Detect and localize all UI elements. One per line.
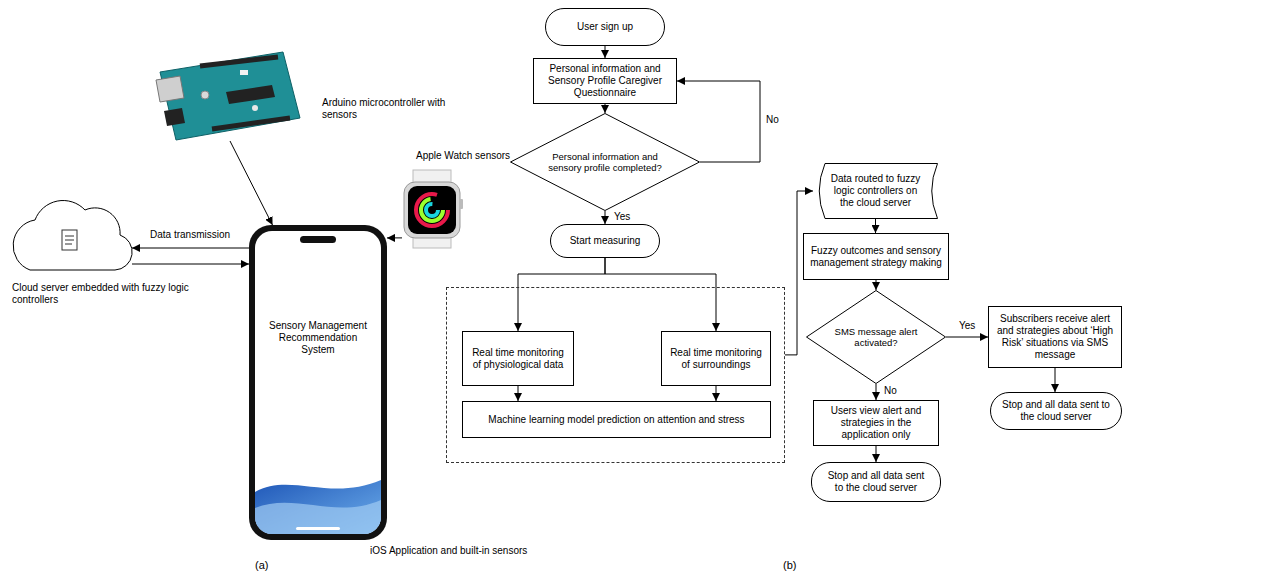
node-text: SMS message alert activated? — [828, 326, 924, 349]
diamond-shape — [511, 114, 700, 211]
node-text: Stop and all data sent to the cloud serv… — [823, 470, 929, 494]
terminal-box: Stop and all data sent to the cloud serv… — [990, 392, 1122, 430]
caption-text: Cloud server embedded with fuzzy logic c… — [12, 282, 197, 306]
decision-diamond: Personal information and sensory profile… — [510, 113, 700, 211]
group-box: Real time monitoring of physiological da… — [446, 287, 785, 463]
arduino-node: Arduino microcontroller with sensors — [155, 53, 305, 141]
connector-arrow — [132, 248, 249, 249]
connector-arrow — [875, 219, 876, 233]
node-text: Real time monitoring of physiological da… — [468, 347, 568, 371]
smartphone — [249, 225, 387, 540]
cloud-server — [13, 201, 132, 270]
decision-diamond: SMS message alert activated? — [806, 290, 946, 384]
caption-text: Apple Watch sensors — [416, 150, 510, 162]
terminal-box: User sign up — [545, 8, 665, 46]
phone-node: Sensory Management Recommendation System… — [249, 225, 387, 540]
process-box: Fuzzy outcomes and sensory management st… — [803, 233, 949, 280]
connector-arrow — [876, 446, 877, 462]
arduino-board — [156, 52, 300, 140]
node-text: Users view alert and strategies in the a… — [819, 405, 933, 441]
caption-text: Sensory Management Recommendation System — [263, 320, 373, 356]
cloud-node: Cloud server embedded with fuzzy logic c… — [12, 190, 132, 270]
panel-label: (b) — [783, 559, 796, 572]
connector-arrow — [876, 280, 877, 290]
data-store: Data routed to fuzzy logic controllers o… — [813, 163, 938, 219]
connector-arrow — [605, 104, 606, 113]
node-text: Personal information and Sensory Profile… — [539, 63, 671, 99]
watch-node: Apple Watch sensors — [402, 170, 462, 248]
edge-label: No — [764, 114, 781, 126]
connector-arrow — [1055, 368, 1056, 392]
node-text: User sign up — [557, 21, 653, 33]
node-text: Subscribers receive alert and strategies… — [994, 313, 1116, 361]
process-box: Users view alert and strategies in the a… — [813, 400, 939, 446]
store-shape — [819, 164, 937, 219]
connector-arrow — [605, 258, 716, 331]
terminal-box: Stop and all data sent to the cloud serv… — [811, 462, 941, 502]
connector-arrow — [387, 237, 402, 238]
edge-label: No — [882, 385, 899, 397]
process-box: Real time monitoring of physiological da… — [462, 331, 574, 386]
node-text: Real time monitoring of surroundings — [667, 347, 765, 371]
connector-arrow — [876, 384, 877, 400]
caption-text: Arduino microcontroller with sensors — [322, 97, 472, 121]
caption-text: iOS Application and built-in sensors — [370, 545, 527, 557]
process-box: Subscribers receive alert and strategies… — [988, 306, 1122, 368]
connector-arrow — [518, 258, 605, 331]
terminal-box: Start measuring — [550, 224, 660, 258]
connector-arrow — [230, 141, 273, 225]
process-box: Machine learning model prediction on att… — [462, 401, 771, 438]
node-text: Personal information and sensory profile… — [535, 151, 675, 174]
diamond-shape — [807, 291, 946, 384]
process-box: Personal information and Sensory Profile… — [533, 58, 677, 104]
apple-watch — [404, 170, 463, 248]
connector-arrow — [605, 211, 606, 224]
panel-label: (a) — [255, 559, 268, 572]
edge-label: Yes — [612, 211, 632, 223]
edge-label: Data transmission — [148, 229, 232, 241]
connector-arrow — [716, 386, 717, 401]
connector-arrow — [677, 81, 760, 162]
node-text: Start measuring — [562, 235, 648, 247]
node-text: Data routed to fuzzy logic controllers o… — [826, 173, 926, 209]
process-box: Real time monitoring of surroundings — [661, 331, 771, 386]
node-text: Stop and all data sent to the cloud serv… — [1002, 399, 1110, 423]
node-text: Fuzzy outcomes and sensory management st… — [809, 245, 943, 269]
connector-arrow — [518, 386, 519, 401]
node-text: Machine learning model prediction on att… — [468, 414, 765, 426]
connector-arrow — [132, 264, 249, 265]
edge-label: Yes — [957, 320, 977, 332]
connector-arrow — [605, 46, 606, 58]
connector-arrow — [946, 337, 988, 338]
